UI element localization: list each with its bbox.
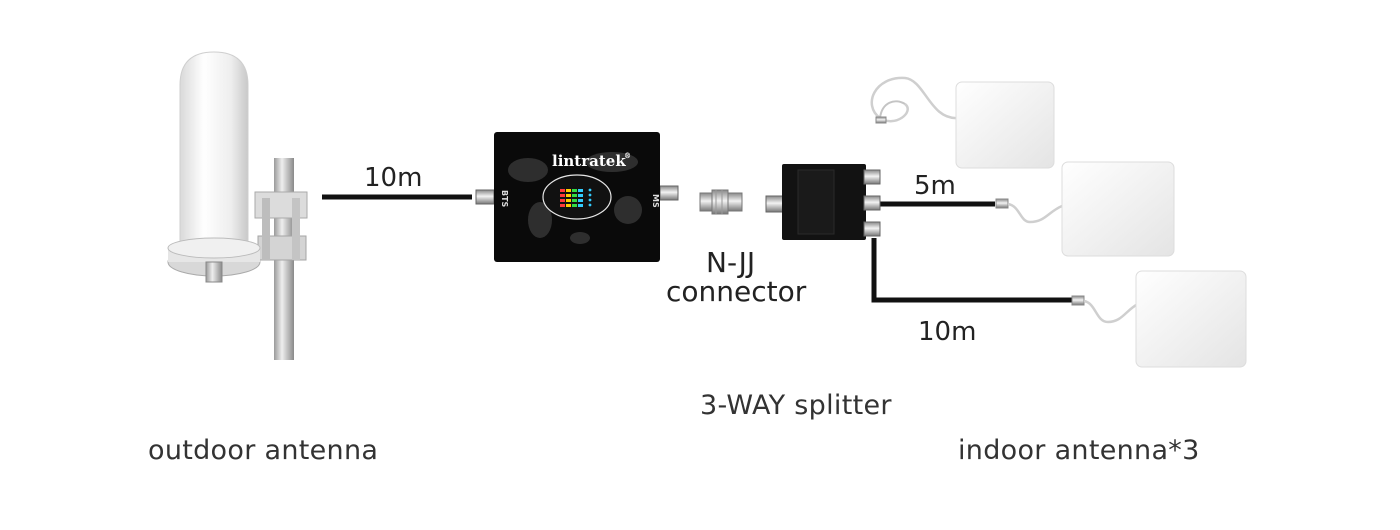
splitter-output-port-3: [863, 221, 881, 237]
indoor-antenna-bottom: [1071, 270, 1247, 368]
splitter-output-port-1: [863, 169, 881, 185]
connector-label-line2: connector: [666, 275, 807, 308]
outdoor-antenna: [167, 51, 308, 360]
three-way-splitter: [765, 164, 881, 240]
booster-port-left: [475, 189, 495, 205]
cable-splitter-to-bottom: [871, 238, 1072, 303]
cable-label-outdoor: 10m: [364, 163, 422, 193]
indoor-antenna-top: [870, 76, 1055, 169]
booster-port-left-label: BTS: [500, 190, 509, 208]
indoor-panel-bottom: [1135, 270, 1247, 368]
booster-brand: lintratek: [552, 152, 626, 170]
indoor-panel-top: [955, 81, 1055, 169]
cables: [322, 194, 1072, 303]
indoor-panel-middle: [1061, 161, 1175, 257]
cable-label-middle: 5m: [914, 171, 956, 201]
booster-port-right-label: MS: [651, 194, 660, 208]
indoor-antenna-middle: [995, 161, 1175, 257]
outdoor-antenna-label: outdoor antenna: [148, 435, 378, 466]
booster-led-bars: [560, 188, 592, 207]
connector-label-line1: N-JJ: [706, 246, 755, 279]
njj-connector: [699, 189, 743, 215]
booster-port-right: [659, 185, 679, 201]
signal-booster: lintratek ® BTS MS: [475, 132, 679, 262]
splitter-input-port: [765, 195, 785, 213]
splitter-label: 3-WAY splitter: [700, 390, 892, 421]
booster-trademark: ®: [624, 151, 631, 160]
splitter-output-port-2: [863, 195, 881, 211]
cable-label-bottom: 10m: [918, 317, 976, 347]
antenna-radome: [179, 51, 249, 246]
indoor-antenna-label: indoor antenna*3: [958, 435, 1200, 466]
